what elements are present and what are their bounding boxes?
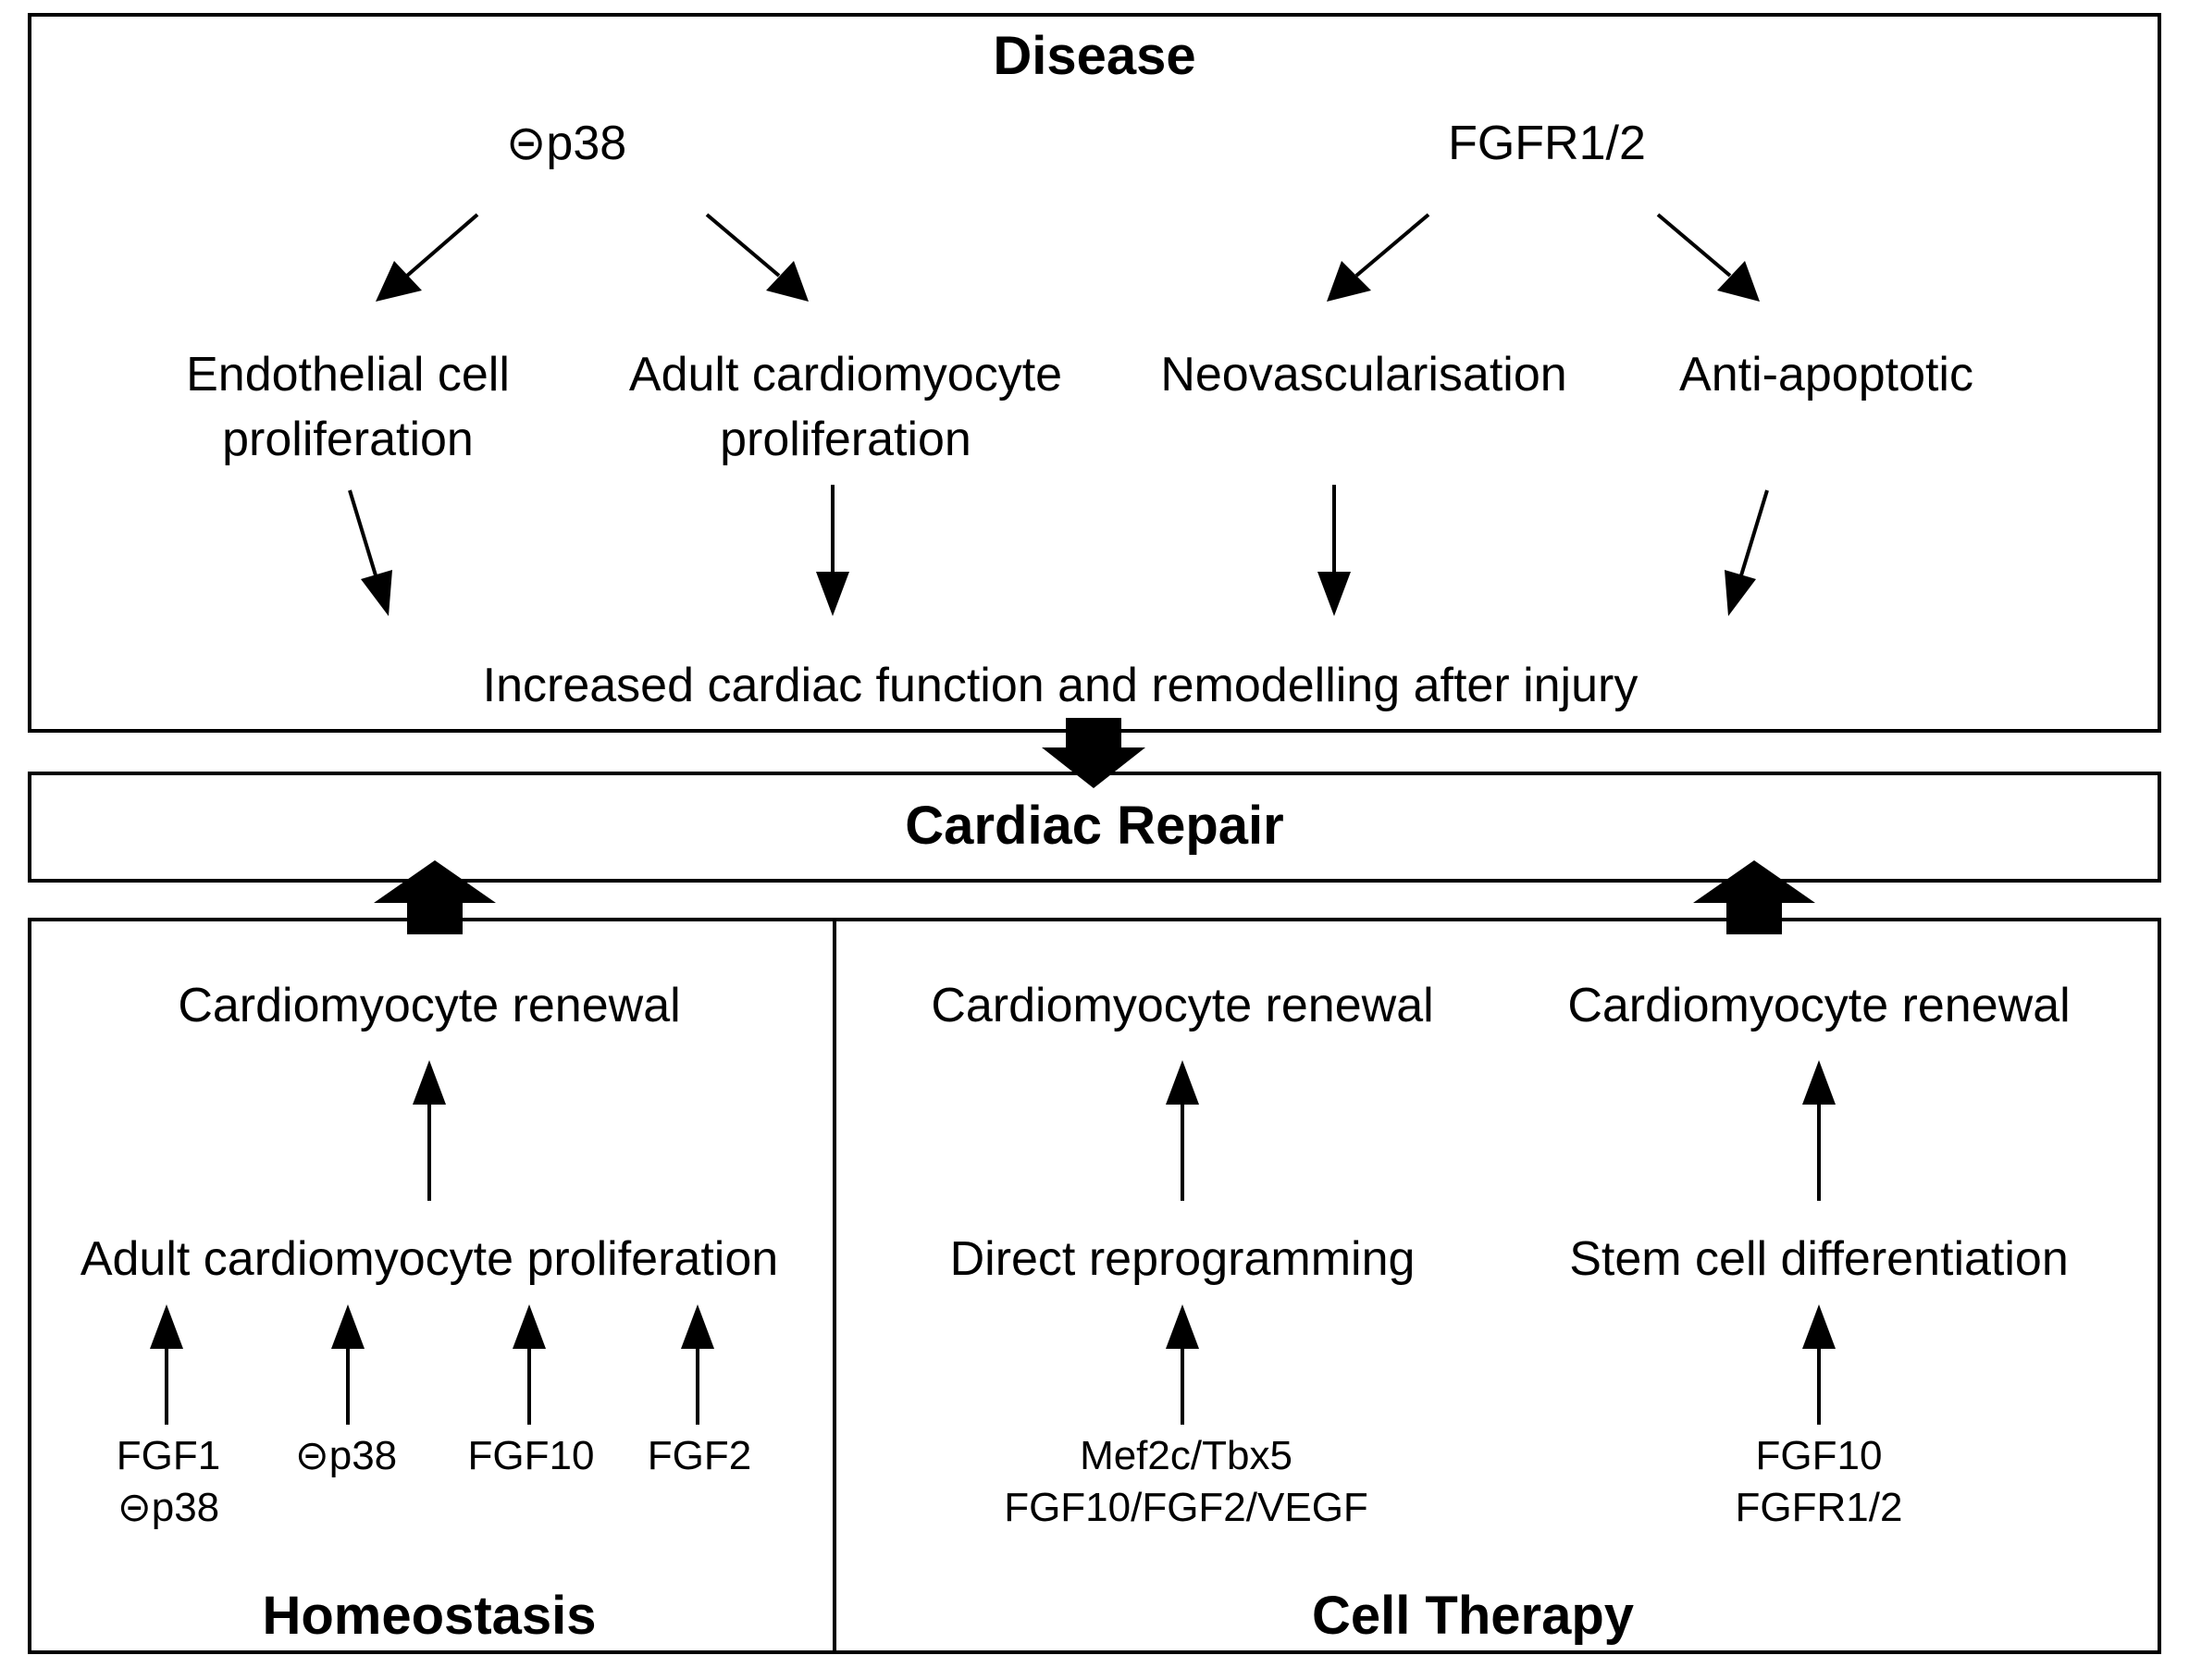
stem-cell-factor-arrow: [1802, 1304, 1836, 1425]
cell-therapy-to-repair-arrow: [1693, 860, 1815, 934]
disease-outcome: Increased cardiac function and remodelli…: [483, 659, 1639, 712]
cell-therapy-panel: [833, 918, 2161, 1654]
direct-reprogramming-factors-line1: Mef2c/Tbx5: [1080, 1433, 1292, 1478]
homeostasis-factor-fgf1: FGF1: [117, 1433, 220, 1478]
homeostasis-to-repair-arrow: [374, 860, 496, 934]
stem-cell-factors-line2: FGFR1/2: [1736, 1485, 1903, 1530]
homeostasis-renewal: Cardiomyocyte renewal: [178, 979, 680, 1032]
direct-reprogramming-renewal: Cardiomyocyte renewal: [931, 979, 1433, 1032]
effect-adult-line1: Adult cardiomyocyte: [629, 348, 1062, 401]
homeostasis-process: Adult cardiomyocyte proliferation: [80, 1232, 778, 1286]
disease-source-fgfr: FGFR1/2: [1448, 117, 1646, 170]
disease-to-repair-arrow: [1042, 718, 1145, 788]
effect-adult-line2: proliferation: [720, 413, 971, 466]
cell-therapy-title: Cell Therapy: [1312, 1586, 1634, 1646]
disease-source-p38: ⊝p38: [506, 117, 626, 170]
direct-reprogramming-factor-arrow: [1166, 1304, 1199, 1425]
homeostasis-arrow-up: [413, 1060, 446, 1201]
stem-cell-factors-line1: FGF10: [1756, 1433, 1883, 1478]
direct-reprogramming-process: Direct reprogramming: [950, 1232, 1416, 1286]
homeostasis-factor-fgf10: FGF10: [468, 1433, 595, 1478]
homeostasis-factor-arrows: [150, 1304, 714, 1425]
homeostasis-factor-fgf2: FGF2: [648, 1433, 751, 1478]
effect-endothelial-line2: proliferation: [222, 413, 474, 466]
stem-cell-process: Stem cell differentiation: [1569, 1232, 2069, 1286]
stem-cell-renewal: Cardiomyocyte renewal: [1567, 979, 2070, 1032]
effect-anti-apoptotic: Anti-apoptotic: [1679, 348, 1973, 401]
homeostasis-factor-p38-b: ⊝p38: [295, 1433, 397, 1478]
effect-endothelial-line1: Endothelial cell: [186, 348, 510, 401]
disease-title: Disease: [993, 26, 1195, 86]
cardiac-repair-title: Cardiac Repair: [905, 796, 1283, 856]
disease-arrows: [348, 213, 1769, 616]
effect-neovascularisation: Neovascularisation: [1160, 348, 1566, 401]
homeostasis-factor-p38-a: ⊝p38: [117, 1485, 219, 1530]
stem-cell-arrow-up: [1802, 1060, 1836, 1201]
direct-reprogramming-factors-line2: FGF10/FGF2/VEGF: [1004, 1485, 1368, 1530]
direct-reprogramming-arrow-up: [1166, 1060, 1199, 1201]
homeostasis-title: Homeostasis: [262, 1586, 596, 1646]
